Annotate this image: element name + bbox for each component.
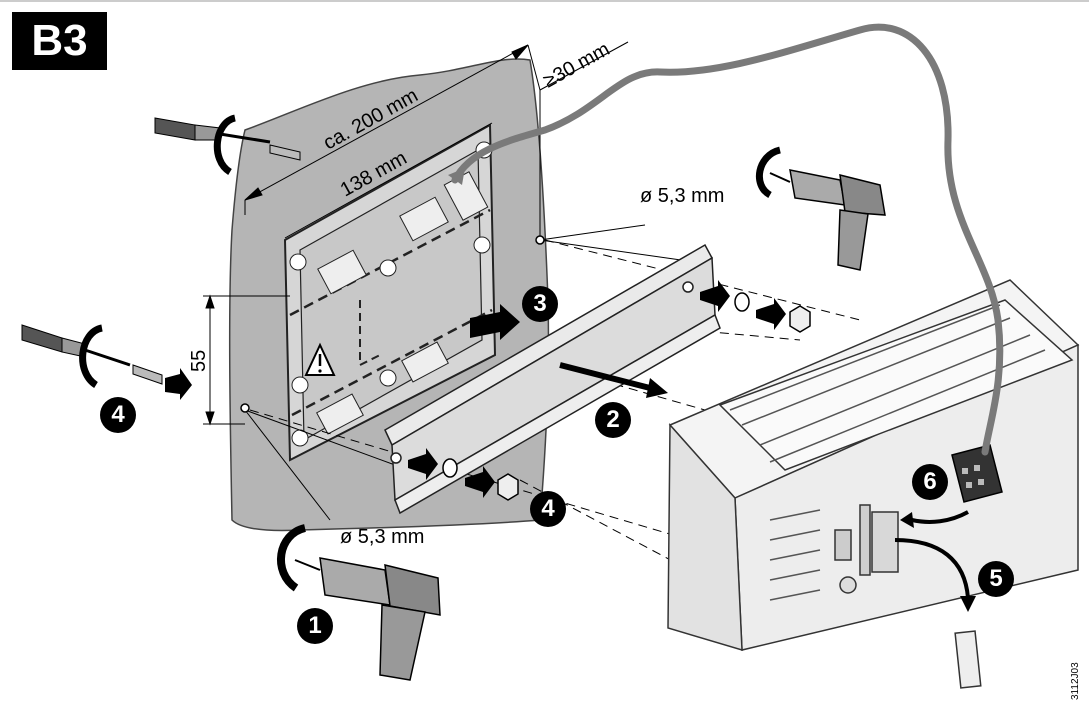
wall-hole-left	[240, 403, 250, 413]
cable-icon	[451, 23, 1004, 456]
step-badge-drill: 1	[297, 608, 333, 644]
dimension-lines	[203, 41, 696, 521]
mounting-plate	[283, 123, 497, 462]
controller-device-icon	[667, 279, 1080, 652]
screwdriver-icon	[21, 324, 192, 400]
page-tag: B3	[12, 12, 107, 70]
wall-hole-top	[535, 235, 545, 245]
dim-hole-top: ø 5,3 mm	[640, 185, 724, 207]
step-badge-remove-clip: 5	[978, 561, 1014, 597]
dim-height: 55	[188, 350, 210, 372]
dim-hole-bottom: ø 5,3 mm	[340, 526, 424, 548]
mount-arrow-step2	[559, 362, 668, 398]
document-code: 3112J03	[1070, 662, 1081, 700]
rail-fixing-left	[408, 448, 519, 501]
warning-icon	[304, 342, 336, 376]
step-badge-mount-rail: 2	[595, 402, 631, 438]
din-rail-icon	[384, 243, 721, 515]
cable-end-arrow	[448, 168, 465, 185]
step-badge-screw-rail: 4	[530, 491, 566, 527]
drill-icon	[277, 524, 441, 681]
rail-fixing-right	[700, 280, 811, 333]
removed-clip-piece	[954, 630, 982, 689]
drill-icon	[756, 146, 886, 271]
push-arrow-step3	[470, 304, 520, 340]
remove-arrow-step5	[894, 538, 970, 599]
cable-connector	[951, 444, 1003, 503]
connect-arrow-step6	[911, 510, 969, 524]
step-badge-screw-left: 4	[100, 397, 136, 433]
screwdriver-icon	[154, 114, 301, 175]
dim-clearance: ≥30 mm	[540, 38, 614, 92]
step-badge-remove-cover: 3	[522, 286, 558, 322]
rotation-arrow-icon	[213, 114, 237, 175]
step-badge-connect-cable: 6	[912, 464, 948, 500]
